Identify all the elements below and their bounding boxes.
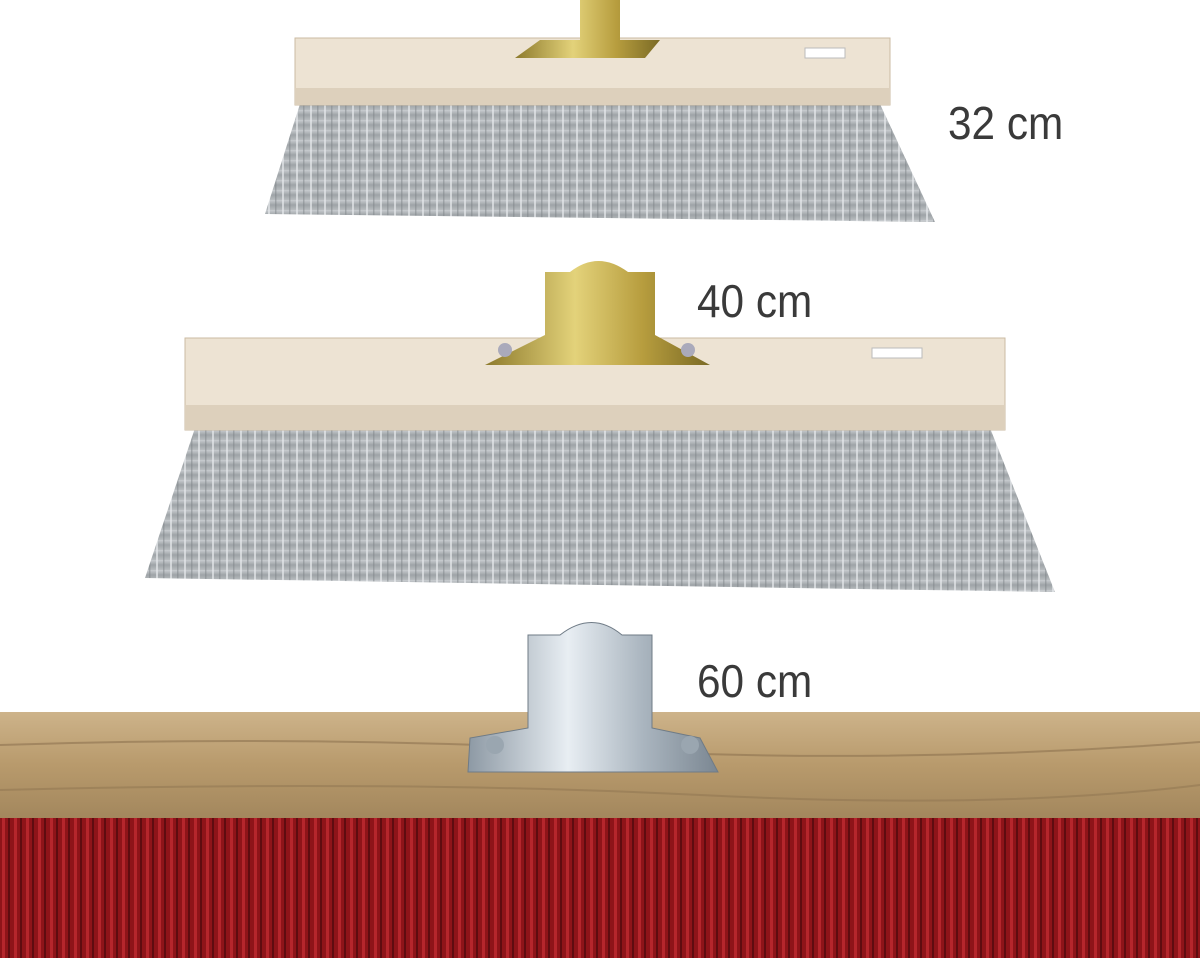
- handle-bracket: [485, 261, 710, 365]
- size-label-32: 32 cm: [948, 97, 1064, 149]
- handle-bracket: [467, 622, 719, 773]
- bristles: [145, 428, 1055, 592]
- bristles: [265, 104, 935, 222]
- broom-small: [265, 0, 935, 222]
- bristles: [0, 816, 1200, 958]
- broom-large: [0, 622, 1200, 958]
- size-label-40: 40 cm: [697, 275, 813, 327]
- broom-medium: [145, 261, 1055, 592]
- size-label-60: 60 cm: [697, 655, 813, 707]
- handle-bracket: [515, 0, 660, 58]
